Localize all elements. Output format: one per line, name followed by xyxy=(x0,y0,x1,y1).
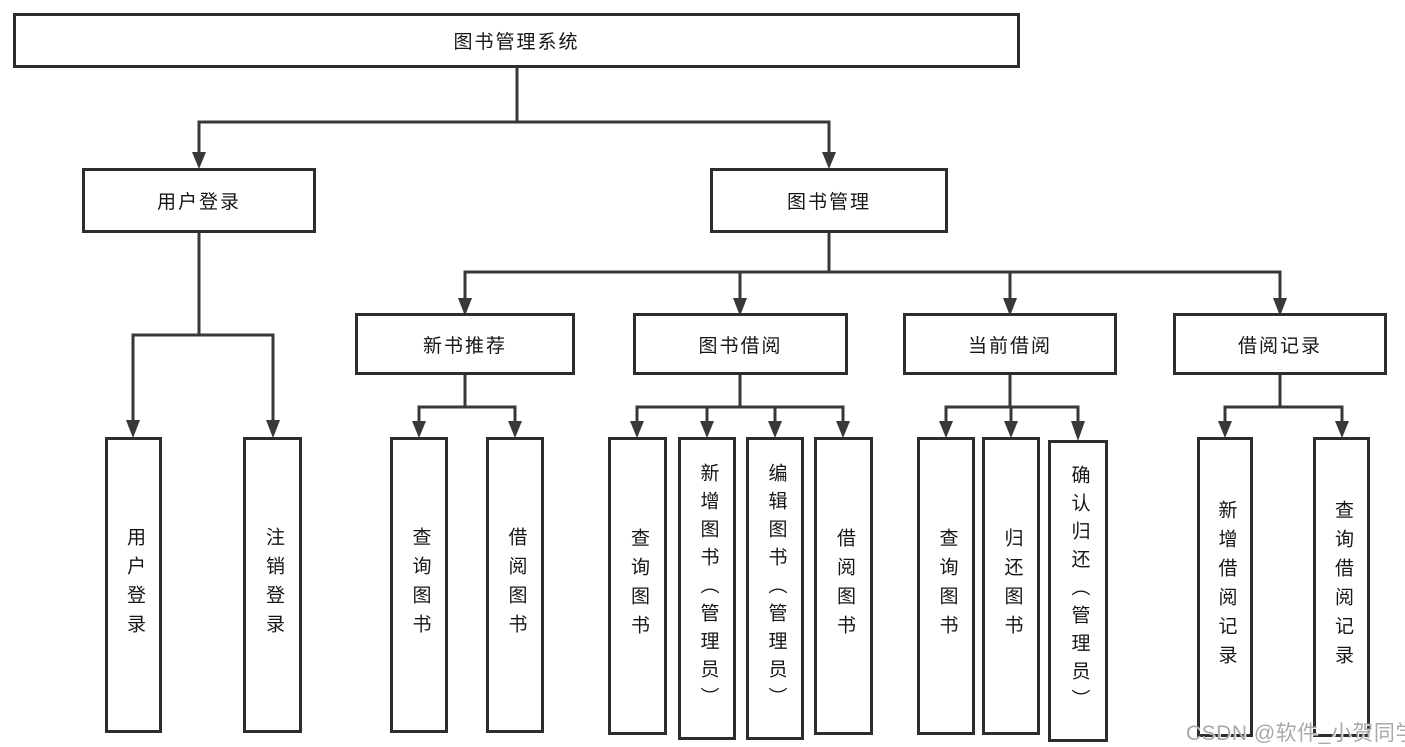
leaf-add-borrow-record: 新增借阅记录 xyxy=(1197,437,1253,737)
leaf-label: 新增图书（管理员） xyxy=(697,462,719,715)
leaf-label: 借阅图书 xyxy=(833,528,855,644)
leaf-label: 确认归还（管理员） xyxy=(1068,465,1090,717)
node-borrowing-records: 借阅记录 xyxy=(1173,313,1387,375)
leaf-borrow-books: 借阅图书 xyxy=(814,437,873,735)
node-user-login: 用户登录 xyxy=(82,168,316,233)
leaf-label: 查询借阅记录 xyxy=(1331,500,1353,674)
leaf-edit-book-admin: 编辑图书（管理员） xyxy=(746,437,804,740)
leaf-label: 查询图书 xyxy=(409,527,431,643)
leaf-query-books-borrow: 查询图书 xyxy=(608,437,667,735)
leaf-return-books: 归还图书 xyxy=(982,437,1040,735)
leaf-query-borrow-record: 查询借阅记录 xyxy=(1313,437,1370,737)
leaf-label: 用户登录 xyxy=(123,527,145,643)
leaf-query-books-recommend: 查询图书 xyxy=(390,437,448,733)
leaf-user-login: 用户登录 xyxy=(105,437,162,733)
leaf-label: 查询图书 xyxy=(627,528,649,644)
node-new-book-recommendation: 新书推荐 xyxy=(355,313,575,375)
leaf-label: 查询图书 xyxy=(936,528,958,644)
leaf-label: 新增借阅记录 xyxy=(1215,500,1237,674)
leaf-logout: 注销登录 xyxy=(243,437,302,733)
node-book-borrowing: 图书借阅 xyxy=(633,313,848,375)
node-book-management: 图书管理 xyxy=(710,168,948,233)
leaf-query-books-current: 查询图书 xyxy=(917,437,975,735)
leaf-label: 注销登录 xyxy=(262,527,284,643)
leaf-label: 归还图书 xyxy=(1001,528,1023,644)
leaf-label: 编辑图书（管理员） xyxy=(765,462,787,715)
leaf-confirm-return-admin: 确认归还（管理员） xyxy=(1048,440,1108,742)
node-current-borrowing: 当前借阅 xyxy=(903,313,1117,375)
watermark: CSDN @软件_小贺同学 xyxy=(1186,722,1405,745)
leaf-label: 借阅图书 xyxy=(505,527,527,643)
leaf-add-book-admin: 新增图书（管理员） xyxy=(678,437,736,740)
node-root: 图书管理系统 xyxy=(13,13,1020,68)
leaf-borrow-books-recommend: 借阅图书 xyxy=(486,437,544,733)
